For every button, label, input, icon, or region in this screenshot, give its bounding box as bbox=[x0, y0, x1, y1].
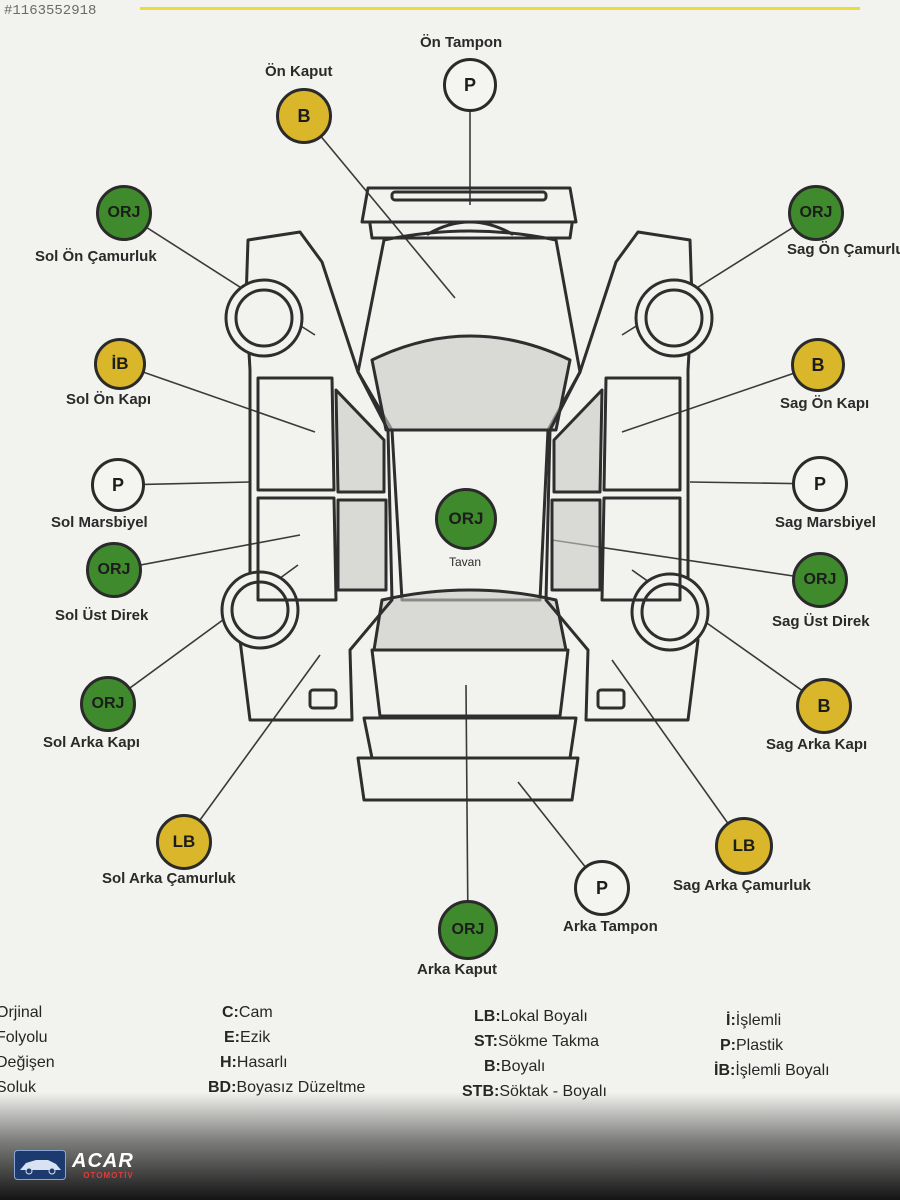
label-sag-ust-direk: Sag Üst Direk bbox=[772, 613, 870, 630]
badge-arka-kaput: ORJ bbox=[438, 900, 498, 960]
label-sag-on-kapi: Sag Ön Kapı bbox=[780, 395, 870, 412]
label-arka-kaput: Arka Kaput bbox=[417, 961, 498, 978]
badge-sag-marsbiyel: P bbox=[792, 456, 848, 512]
label-sol-arka-kapi: Sol Arka Kapı bbox=[43, 734, 140, 751]
logo-subtitle: OTOMOTİV bbox=[83, 1170, 134, 1180]
badge-arka-tampon: P bbox=[574, 860, 630, 916]
badge-sag-arka-kapi: B bbox=[796, 678, 852, 734]
label-sol-on-camurluk: Sol Ön Çamurluk bbox=[35, 248, 157, 265]
right-rear-door-shape bbox=[600, 496, 682, 602]
legend-item: Folyolu bbox=[0, 1029, 48, 1046]
badge-on-kaput: B bbox=[276, 88, 332, 144]
label-sol-on-kapi: Sol Ön Kapı bbox=[66, 391, 152, 408]
connector-arka-kaput bbox=[465, 684, 469, 931]
legend-item: Orjinal bbox=[0, 1004, 43, 1021]
legend-item: Değişen bbox=[0, 1054, 55, 1071]
legend-item: P:Plastik bbox=[720, 1037, 784, 1054]
label-sol-marsbiyel: Sol Marsbiyel bbox=[51, 514, 148, 531]
connector-sag-on-kapi bbox=[621, 364, 819, 433]
badge-tavan: ORJ bbox=[435, 488, 497, 550]
label-sol-arka-camurluk: Sol Arka Çamurluk bbox=[102, 870, 236, 887]
legend-item: İ:İşlemli bbox=[726, 1012, 782, 1029]
legend-item: BD:Boyasız Düzeltme bbox=[208, 1079, 366, 1096]
right-front-door-shape bbox=[602, 376, 682, 492]
label-sol-ust-direk: Sol Üst Direk bbox=[55, 607, 149, 624]
rear-window-shape bbox=[372, 588, 568, 652]
badge-sag-ust-direk: ORJ bbox=[792, 552, 848, 608]
legend-item: ST:Sökme Takma bbox=[474, 1033, 600, 1050]
right-side-shape bbox=[544, 230, 700, 722]
label-tavan: Tavan bbox=[449, 555, 482, 569]
badge-sag-on-camurluk: ORJ bbox=[788, 185, 844, 241]
connector-sag-arka-camurluk bbox=[611, 659, 745, 847]
legend-item: Soluk bbox=[0, 1079, 37, 1096]
legend-item: B:Boyalı bbox=[484, 1058, 546, 1075]
legend-item: H:Hasarlı bbox=[220, 1054, 288, 1071]
logo-title: ACAR bbox=[72, 1149, 134, 1172]
dealer-logo: ACAR OTOMOTİV bbox=[14, 1150, 134, 1180]
legend-item: C:Cam bbox=[222, 1004, 273, 1021]
badge-sag-arka-camurluk: LB bbox=[715, 817, 773, 875]
legend-col-paint: LB:Lokal Boyalı ST:Sökme Takma B:Boyalı … bbox=[462, 1004, 607, 1104]
badge-sol-marsbiyel: P bbox=[91, 458, 145, 512]
label-sag-arka-camurluk: Sag Arka Çamurluk bbox=[673, 877, 811, 894]
badge-sol-on-kapi: İB bbox=[94, 338, 146, 390]
badge-sag-on-kapi: B bbox=[791, 338, 845, 392]
footer-shadow bbox=[0, 1092, 900, 1200]
legend-col-process: İ:İşlemli P:Plastik İB:İşlemli Boyalı bbox=[714, 1008, 830, 1083]
windshield-shape bbox=[370, 334, 572, 432]
trunk-shape bbox=[370, 648, 570, 718]
left-front-door-shape bbox=[256, 376, 336, 492]
header-accent-line bbox=[140, 7, 860, 10]
car-logo-icon bbox=[14, 1150, 66, 1180]
label-sag-on-camurluk: Sag Ön Çamurluk bbox=[787, 241, 900, 258]
badge-sol-on-camurluk: ORJ bbox=[96, 185, 152, 241]
listing-ref-number: #1163552918 bbox=[4, 3, 97, 19]
connector-sol-ust-direk bbox=[113, 534, 301, 571]
front-bumper-shape bbox=[360, 186, 578, 224]
rear-bumper-shape bbox=[362, 716, 578, 760]
legend-item: E:Ezik bbox=[224, 1029, 271, 1046]
left-side-shape bbox=[238, 230, 394, 722]
legend-col-damage: C:Cam E:Ezik H:Hasarlı BD:Boyasız Düzelt… bbox=[208, 1000, 365, 1100]
badge-sol-arka-camurluk: LB bbox=[156, 814, 212, 870]
label-on-tampon: Ön Tampon bbox=[420, 34, 503, 51]
label-arka-tampon: Arka Tampon bbox=[563, 918, 658, 935]
connector-sol-on-kapi bbox=[119, 363, 316, 433]
badge-sol-arka-kapi: ORJ bbox=[80, 676, 136, 732]
badge-on-tampon: P bbox=[443, 58, 497, 112]
label-sag-marsbiyel: Sag Marsbiyel bbox=[775, 514, 876, 531]
label-sag-arka-kapi: Sag Arka Kapı bbox=[766, 736, 868, 753]
badge-sol-ust-direk: ORJ bbox=[86, 542, 142, 598]
connector-sol-arka-camurluk bbox=[183, 654, 321, 843]
left-rear-door-shape bbox=[256, 496, 338, 602]
legend-item: İB:İşlemli Boyalı bbox=[714, 1062, 830, 1079]
connector-on-kaput bbox=[303, 115, 456, 299]
legend-col-colors: Orjinal Folyolu Değişen Soluk bbox=[0, 1000, 55, 1100]
legend-item: LB:Lokal Boyalı bbox=[474, 1008, 588, 1025]
label-on-kaput: Ön Kaput bbox=[265, 63, 333, 80]
